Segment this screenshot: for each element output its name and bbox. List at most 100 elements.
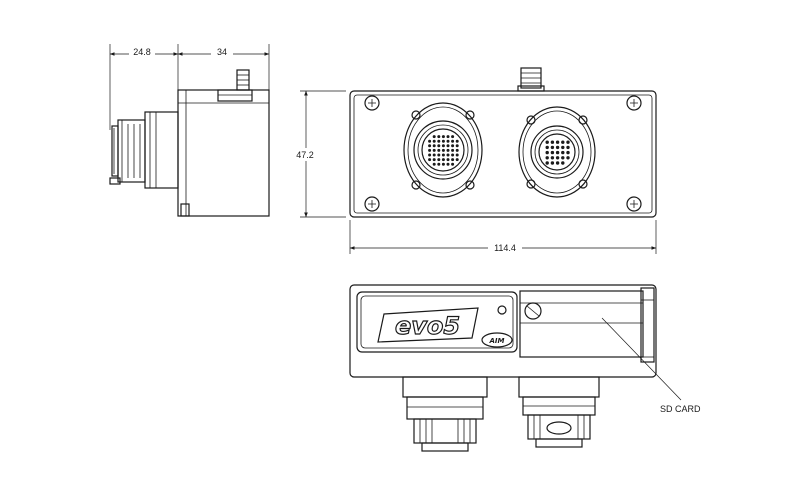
connector-screw (411, 180, 421, 190)
connector-pin (428, 144, 432, 148)
sd-card-label: SD CARD (660, 404, 701, 414)
connector-37-pin (403, 102, 483, 198)
dim-label-bg (129, 46, 155, 58)
connector-pin (545, 156, 549, 160)
connector-pin (451, 139, 455, 143)
connector-pin (550, 150, 555, 155)
connector-pin (446, 162, 450, 166)
evo5-logo: evo5 (395, 312, 460, 340)
side-body-dimension: 34 (217, 47, 227, 57)
connector-pin (566, 156, 570, 160)
connector-pin (566, 145, 570, 150)
width-dimension: 114.4 (494, 243, 516, 253)
connector-pin (437, 135, 441, 139)
connector-pin (432, 144, 436, 148)
connector-pin (550, 156, 555, 160)
sd-card-door (519, 290, 644, 358)
sd-card-edge (640, 287, 655, 363)
connector-pin (432, 148, 436, 152)
connector-pin (441, 158, 445, 162)
height-dimension: 47.2 (296, 150, 314, 160)
connector-pin (437, 162, 441, 166)
connector-pin (561, 150, 565, 155)
connector-pin (566, 140, 570, 144)
connector-pins (545, 140, 570, 165)
connector-screw (578, 179, 588, 189)
connector-screw (526, 115, 536, 125)
connector-screw (578, 115, 588, 125)
side-view: 24.8 34 (109, 44, 270, 217)
front-body (349, 90, 657, 218)
aim-badge-text: AIM (489, 337, 505, 345)
connector-pin (432, 162, 436, 166)
sd-card-leader-line (601, 317, 682, 401)
status-led (497, 305, 507, 315)
dim-label-bg (211, 46, 233, 58)
connector-pin (555, 145, 560, 150)
logo-panel (356, 291, 518, 353)
connector-pin (437, 148, 441, 152)
connector-pin (455, 153, 459, 157)
connector-screw (526, 179, 536, 189)
connector-pin (441, 153, 445, 157)
connector-pin (455, 144, 459, 148)
connector-screw (411, 110, 421, 120)
connector-pin (446, 139, 450, 143)
top-body (349, 284, 657, 378)
connector-pin (441, 139, 445, 143)
connector-pin (550, 140, 555, 144)
connector-pin (437, 144, 441, 148)
connector-pin (451, 153, 455, 157)
top-connector-left (402, 376, 488, 452)
connector-pin (446, 158, 450, 162)
connector-pin (555, 161, 560, 165)
connector-pin (545, 150, 549, 155)
side-connector-latch (109, 177, 121, 185)
connector-pin (451, 135, 455, 139)
connector-pin (455, 158, 459, 162)
logo-plate (377, 307, 479, 343)
connector-pin (437, 139, 441, 143)
connector-pin (455, 148, 459, 152)
connector-pin (446, 153, 450, 157)
dim-label-bg (488, 241, 522, 254)
top-view: evo5 AIM SD CARD (349, 284, 701, 452)
connector-pin (441, 144, 445, 148)
connector-22-pin (518, 106, 596, 198)
connector-pin (432, 153, 436, 157)
connector-pin (545, 145, 549, 150)
connector-pin (428, 153, 432, 157)
connector-pin (451, 148, 455, 152)
connector-pin (437, 153, 441, 157)
connector-pin (555, 140, 560, 144)
connector-pin (432, 158, 436, 162)
connector-pin (550, 145, 555, 150)
connector-pin (545, 140, 549, 144)
connector-pin (451, 144, 455, 148)
connector-pins (428, 135, 459, 166)
side-connector-nose (111, 125, 119, 177)
side-bottom-tab (180, 203, 190, 217)
connector-pin (451, 158, 455, 162)
connector-pin (550, 161, 555, 165)
connector-pin (437, 158, 441, 162)
front-body-inner (353, 94, 653, 214)
connector-screw (465, 180, 475, 190)
connector-pin (441, 135, 445, 139)
connector-pin (441, 162, 445, 166)
connector-pin (555, 150, 560, 155)
connector-pin (451, 162, 455, 166)
connector-pin (446, 144, 450, 148)
connector-pin (555, 156, 560, 160)
front-view: 47.2 114.4 (287, 67, 657, 254)
corner-screw (626, 196, 642, 212)
side-depth-dimension: 24.8 (133, 47, 151, 57)
connector-pin (561, 161, 565, 165)
connector-pin (545, 161, 549, 165)
connector-pin (432, 135, 436, 139)
aim-badge (481, 332, 513, 348)
connector-pin (566, 150, 570, 155)
connector-pin (446, 135, 450, 139)
corner-screw (364, 196, 380, 212)
